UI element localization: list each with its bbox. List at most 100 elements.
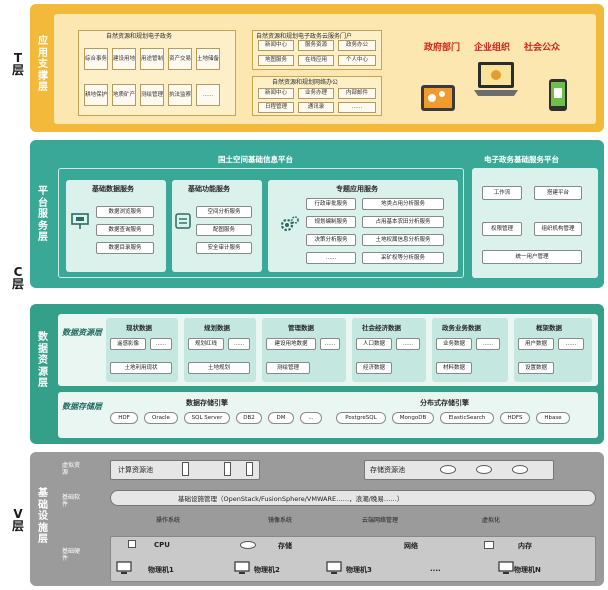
- topic-item: 决策分析服务: [306, 234, 356, 246]
- office-title: 自然资源和规划网络办公: [272, 79, 339, 86]
- layer-letter-v: V 层: [11, 507, 24, 533]
- cloud-item: 服务资源: [298, 40, 334, 51]
- compute-pool-label: 计算资源池: [118, 466, 153, 474]
- plan-title: 规划数据: [204, 324, 230, 332]
- egov-platform-item: 组织机构管理: [534, 222, 582, 236]
- topic-item: 采矿权等分析服务: [362, 252, 444, 264]
- cloud-item: 政务办公: [338, 40, 376, 51]
- cloud-portal-title: 自然资源和规划电子政务云服务门户: [256, 33, 353, 40]
- mgmt-item: 建设用地数据: [266, 338, 316, 350]
- egov-item: 执法监察: [168, 84, 192, 106]
- engine-item: Oracle: [144, 412, 178, 424]
- computer-icon: [116, 561, 132, 574]
- laptop-icon: [474, 62, 518, 96]
- app-support-label: 应用支撑层: [38, 36, 48, 93]
- plan-item: 土地规划: [188, 362, 250, 374]
- dist-item: MongoDB: [392, 412, 434, 424]
- computer-icon: [326, 561, 342, 574]
- machine-1: 物理机1: [148, 566, 174, 574]
- dist-item: PostgreSQL: [336, 412, 386, 424]
- office-item: 新闻中心: [258, 88, 294, 99]
- status-title: 现状数据: [126, 324, 152, 332]
- func-item: 安全审计服务: [196, 242, 252, 254]
- func-item: 配图服务: [196, 224, 252, 236]
- office-item: 业务办理: [298, 88, 334, 99]
- storage-pool-box: [364, 460, 554, 480]
- data-resource-label: 数据资源层: [38, 332, 48, 389]
- audience-public: 社会公众: [524, 43, 561, 53]
- platform-label: 平台服务层: [38, 186, 48, 243]
- software-item: 云端网络管理: [362, 517, 399, 524]
- egov-platform-item: 权限管理: [482, 222, 522, 236]
- biz-item: ......: [476, 338, 500, 350]
- engine-item: DM: [268, 412, 294, 424]
- engine-item: ...: [300, 412, 322, 424]
- biz-title: 政务业务数据: [442, 324, 481, 332]
- office-item: 通讯录: [298, 102, 334, 113]
- egov-item: ......: [196, 84, 220, 106]
- status-item: 遥感影像: [110, 338, 146, 350]
- egov-item: 土地储备: [196, 48, 220, 70]
- software-label: 基础软件: [62, 494, 81, 509]
- presentation-icon: [71, 213, 89, 229]
- software-item: 虚拟化: [482, 517, 501, 524]
- base-data-title: 基础数据服务: [92, 185, 134, 193]
- hardware-label: 基础硬件: [62, 548, 81, 563]
- topic-item: 地类占用分析服务: [362, 198, 444, 210]
- server-icon: [246, 462, 253, 476]
- office-item: 日程管理: [258, 102, 294, 113]
- mgmt-item: 测绘管理: [266, 362, 310, 374]
- egov-platform-item: 搭建平台: [534, 186, 582, 200]
- egov-item: 建设用地: [112, 48, 136, 70]
- econ-item: 经济数据: [356, 362, 392, 374]
- layer-letter-c: C 层: [11, 265, 24, 291]
- biz-item: 业务数据: [436, 338, 472, 350]
- disk-icon: [476, 465, 492, 474]
- audience-gov: 政府部门: [424, 43, 461, 53]
- hw-memory: 内存: [518, 542, 532, 550]
- topic-item: ......: [306, 252, 356, 264]
- info-platform-title: 国土空间基础信息平台: [218, 155, 293, 164]
- machine-n: 物理机N: [514, 566, 541, 574]
- status-item: ......: [150, 338, 172, 350]
- status-item: 土地利用现状: [110, 362, 172, 374]
- egov-title: 自然资源和规划电子政务: [106, 33, 173, 40]
- office-item: ......: [338, 102, 376, 113]
- machine-3: 物理机3: [346, 566, 372, 574]
- topic-item: 规划编制服务: [306, 216, 356, 228]
- func-item: 空间分析服务: [196, 206, 252, 218]
- engine-item: HDF: [110, 412, 138, 424]
- cloud-item: 在线应用: [298, 55, 334, 66]
- hardware-region: [110, 536, 596, 582]
- checklist-icon: [175, 213, 191, 229]
- base-data-item: 数据目录服务: [96, 242, 154, 254]
- ram-icon: [484, 541, 494, 549]
- storage-label: 数据存储层: [62, 402, 102, 411]
- base-data-item: 数据浏览服务: [96, 206, 154, 218]
- mgmt-title: 管理数据: [288, 324, 314, 332]
- cloud-item: 新闻中心: [258, 40, 294, 51]
- office-item: 内部邮件: [338, 88, 376, 99]
- egov-item: 综合事务: [84, 48, 108, 70]
- mgmt-item: ......: [320, 338, 340, 350]
- computer-icon: [498, 561, 514, 574]
- frame-item: 设置数据: [518, 362, 554, 374]
- egov-item: 耕地保护: [84, 84, 108, 106]
- virtual-label: 虚拟资源: [62, 462, 81, 477]
- egov-item: 地质矿产: [112, 84, 136, 106]
- econ-item: 人口数据: [356, 338, 392, 350]
- engine-item: SQL Server: [184, 412, 230, 424]
- db-label: 数据资源层: [62, 328, 102, 337]
- machine-ellipsis: ....: [430, 565, 441, 573]
- disk-icon: [240, 541, 256, 549]
- topic-title: 专题应用服务: [336, 185, 378, 193]
- egov-platform-title: 电子政务基础服务平台: [484, 155, 559, 164]
- dist-title: 分布式存储引擎: [420, 399, 469, 407]
- server-icon: [224, 462, 231, 476]
- machine-2: 物理机2: [254, 566, 280, 574]
- gear-icon: [280, 216, 299, 232]
- phone-icon: [549, 79, 567, 111]
- cloud-item: 个人中心: [338, 55, 376, 66]
- frame-title: 框架数据: [536, 324, 562, 332]
- econ-title: 社会经济数据: [362, 324, 401, 332]
